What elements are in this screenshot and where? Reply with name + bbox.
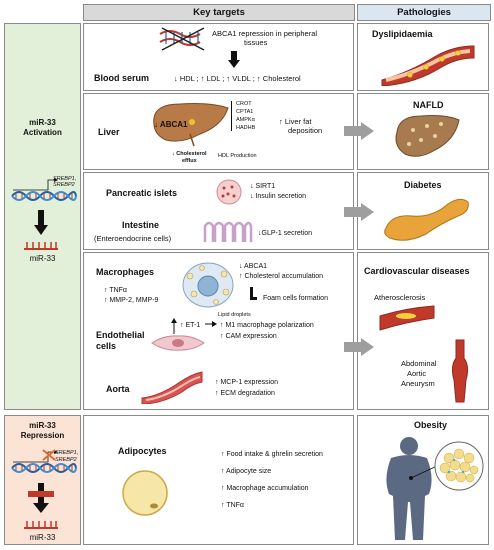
foam-cells-arrow-icon	[250, 287, 257, 300]
adipocyte-panel	[83, 415, 354, 545]
repression-panel	[4, 415, 81, 545]
endothelial-cam: ↑ CAM expression	[220, 333, 277, 340]
endothelial-m1: ↑ M1 macrophage polarization	[220, 322, 314, 329]
activation-gene-2: SREBP2	[53, 182, 75, 188]
dyslipidaemia-vessel-icon	[381, 45, 475, 86]
intestine-glp1: ↓GLP-1 secretion	[258, 230, 313, 237]
macrophages-tnfa: ↑ TNFα	[104, 287, 127, 294]
pancreas-insulin: ↓ Insulin secretion	[250, 193, 307, 200]
blood-serum-label: Blood serum	[94, 73, 150, 83]
mirna-icon	[24, 242, 58, 250]
endothelial-et1: ↑ ET-1	[180, 322, 201, 329]
macrophages-abca1: ↓ ABCA1	[239, 263, 268, 270]
header-pathologies: Pathologies	[357, 4, 491, 21]
endothelial-label-line1: Endothelial	[96, 330, 145, 340]
adipocytes-label: Adipocytes	[118, 446, 167, 456]
macrophages-mmp: ↑ MMP-2, MMP-9	[104, 297, 159, 304]
blood-serum-effects: ↓ HDL ; ↑ LDL ; ↑ VLDL ; ↑ Cholesterol	[174, 74, 301, 83]
liver-efflux-line2: efflux	[182, 158, 197, 164]
pancreas-icon	[384, 198, 469, 241]
repression-gene-1: SREBP1,	[55, 450, 79, 456]
aorta-ecm: ↑ ECM degradation	[215, 390, 275, 397]
et1-arrow-icon	[171, 318, 177, 334]
adipocytes-food-intake: ↑ Food intake & ghrelin secretion	[221, 451, 323, 458]
header-key-targets: Key targets	[83, 4, 355, 21]
diabetes-title: Diabetes	[404, 180, 442, 190]
macrophages-cholesterol: ↑ Cholesterol accumulation	[239, 273, 324, 280]
pancreas-sirt1: ↓ SIRT1	[250, 183, 276, 190]
atherosclerosis-vessel-icon	[379, 305, 435, 331]
adipocytes-macrophage: ↑ Macrophage accumulation	[221, 485, 309, 492]
aneurysm-line2: Aortic	[407, 369, 427, 378]
down-arrow-icon	[34, 210, 48, 235]
dna-repressed-icon	[11, 449, 77, 473]
liver-fat-line2: deposition	[288, 126, 323, 135]
liver-icon	[153, 103, 229, 147]
liver-gene-bracket	[231, 101, 232, 131]
arrow-to-cvd-icon	[344, 338, 374, 356]
dna-icon	[11, 178, 77, 201]
aorta-mcp1: ↑ MCP-1 expression	[215, 379, 279, 386]
blocked-arrow-icon	[28, 483, 54, 513]
lipid-droplets-label: Lipid droplets	[218, 312, 251, 318]
aneurysm-line1: Abdominal	[401, 359, 437, 368]
obesity-person-icon	[386, 437, 484, 540]
intestine-sublabel: (Enteroendocrine cells)	[94, 234, 172, 243]
activation-mir-label: miR-33	[29, 254, 56, 263]
cvd-panel	[357, 252, 489, 410]
liver-efflux-line1: ↓ Cholesterol	[172, 151, 207, 157]
foam-cells-label: Foam cells formation	[263, 295, 328, 302]
abca1-repression-line2: tissues	[244, 38, 268, 47]
aneurysm-vessel-icon	[451, 339, 469, 403]
arrow-to-diabetes-icon	[344, 203, 374, 221]
activation-title-line2: Activation	[23, 128, 62, 137]
dyslipidaemia-title: Dyslipidaemia	[372, 29, 433, 39]
repression-mir-label: miR-33	[29, 533, 56, 542]
blood-down-arrow-icon	[228, 51, 240, 68]
mirna-repressed-icon	[24, 521, 58, 529]
liver-gene-cpta1: CPTA1	[236, 109, 254, 115]
liver-label: Liver	[98, 127, 120, 137]
activation-gene-1: SREBP1,	[53, 176, 77, 182]
arrow-to-nafld-icon	[344, 122, 374, 140]
abca1-crossed-icon	[159, 27, 205, 51]
liver-abca1: ↓ ABCA1	[154, 120, 188, 129]
nafld-title: NAFLD	[413, 100, 444, 110]
cardio-panel	[83, 252, 354, 410]
liver-gene-hadhb: HADHB	[236, 125, 256, 131]
islet-icon	[216, 179, 242, 205]
aneurysm-line3: Aneurysm	[401, 379, 435, 388]
repression-title-line2: Repression	[20, 431, 65, 440]
cvd-title: Cardiovascular diseases	[364, 266, 470, 276]
liver-gene-crot: CROT	[236, 101, 252, 107]
aorta-vessel-icon	[141, 371, 203, 404]
liver-gene-ampka: AMPKα	[236, 117, 255, 123]
liver-fat-line1: ↑ Liver fat	[279, 117, 312, 126]
nafld-liver-icon	[395, 115, 460, 157]
pancreatic-islets-label: Pancreatic islets	[106, 188, 178, 198]
aorta-label: Aorta	[106, 384, 130, 394]
intestine-villi-icon	[203, 221, 253, 242]
endothelial-arrow-icon	[205, 321, 217, 327]
adipocyte-icon	[122, 470, 168, 516]
atherosclerosis-label: Atherosclerosis	[374, 293, 426, 302]
adipocytes-size: ↑ Adipocyte size	[221, 468, 272, 475]
endothelial-label-line2: cells	[96, 341, 117, 351]
obesity-panel	[357, 415, 489, 545]
dyslipidaemia-panel	[357, 23, 489, 91]
obesity-title: Obesity	[414, 420, 448, 430]
blood-panel	[83, 23, 354, 91]
intestine-label: Intestine	[122, 220, 160, 230]
macrophage-cell-icon	[182, 262, 234, 308]
activation-title-line1: miR-33	[29, 118, 56, 127]
abca1-repression-line1: ABCA1 repression in peripheral	[212, 29, 318, 38]
repression-gene-2: SREBP2	[55, 457, 77, 463]
endothelial-cell-icon	[151, 335, 205, 351]
repression-title-line1: miR-33	[29, 421, 56, 430]
liver-hdl: HDL Production	[218, 153, 257, 159]
macrophages-label: Macrophages	[96, 267, 155, 277]
adipocytes-tnfa: ↑ TNFα	[221, 502, 244, 509]
